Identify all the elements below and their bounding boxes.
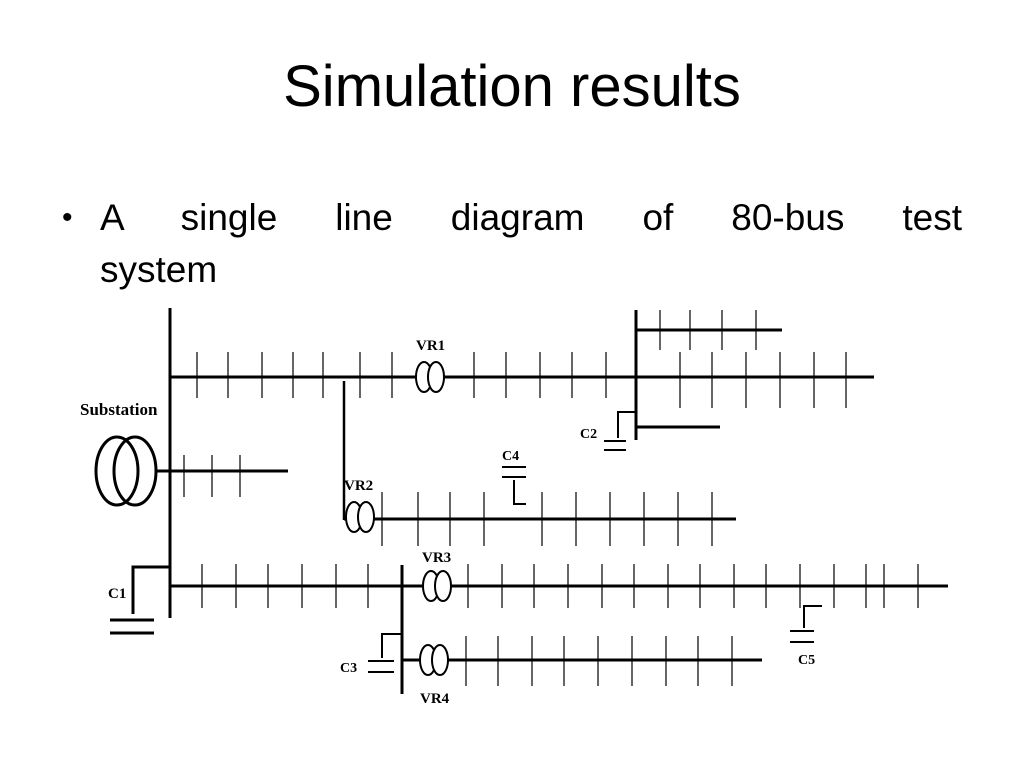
c4-label: C4 — [502, 449, 519, 464]
vr1-label: VR1 — [416, 338, 445, 354]
c4-capacitor — [502, 466, 526, 505]
feeder-3-ticks — [381, 492, 713, 546]
c2-capacitor — [604, 411, 636, 451]
c1-lead — [131, 565, 170, 614]
c5-label: C5 — [798, 653, 815, 668]
substation-label: Substation — [80, 400, 158, 419]
vr4-label: VR4 — [420, 691, 450, 707]
vr4-winding — [431, 644, 449, 676]
vr1-winding — [427, 361, 445, 393]
substation-winding — [94, 435, 140, 507]
c5-lead — [803, 605, 822, 628]
vr2-label: VR2 — [344, 478, 373, 494]
feeder-4-ticks — [201, 564, 919, 608]
vr2-winding — [357, 501, 375, 533]
bullet-text: A single line diagram of 80-bus test sys… — [100, 192, 962, 296]
vr2-regulator — [345, 501, 375, 533]
c2-label: C2 — [580, 427, 597, 442]
c3-capacitor — [368, 633, 402, 673]
vr3-label: VR3 — [422, 550, 451, 566]
feeder-2-ticks — [183, 455, 241, 497]
vr3-winding — [434, 570, 452, 602]
right-branch-upper-ticks — [659, 310, 757, 350]
c2-lead — [617, 411, 636, 438]
bullet-symbol: • — [62, 201, 73, 234]
c4-lead — [513, 480, 526, 505]
c1-label: C1 — [108, 586, 126, 602]
c3-label: C3 — [340, 661, 357, 676]
slide-title: Simulation results — [283, 54, 741, 119]
bullet-line-2: system — [100, 249, 218, 290]
substation-transformer — [94, 435, 158, 507]
feeder-5-ticks — [465, 636, 733, 686]
c1-capacitor — [110, 565, 170, 635]
feeder-1-ticks — [196, 352, 847, 408]
vr3-regulator — [422, 570, 452, 602]
vr1-regulator — [415, 361, 445, 393]
vr4-regulator — [419, 644, 449, 676]
c5-capacitor — [790, 605, 822, 643]
substation-winding — [112, 435, 158, 507]
c3-lead — [381, 633, 402, 658]
bullet-line-1: A single line diagram of 80-bus test — [100, 197, 962, 238]
